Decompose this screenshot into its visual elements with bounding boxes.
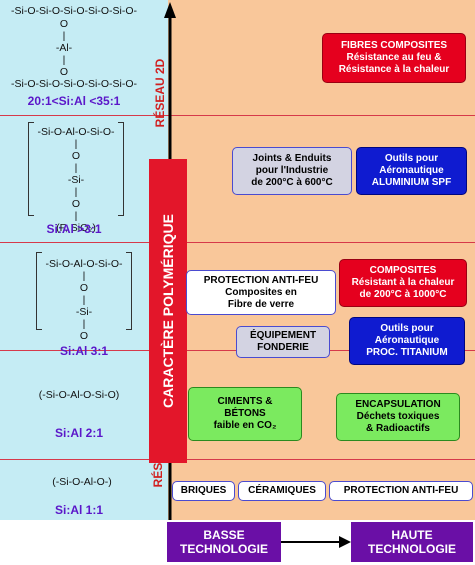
formula-band1-top: -Si-O-Si-O-Si-O-Si-O-Si-O- — [11, 5, 137, 17]
formula-band1-bottom: -Si-O-Si-O-Si-O-Si-O-Si-O- — [11, 78, 137, 90]
left-panel — [0, 0, 168, 520]
band-separator — [0, 242, 475, 243]
tech-low-box: BASSE TECHNOLOGIE — [167, 522, 281, 562]
band-separator — [0, 115, 475, 116]
ratio-band2: Si:Al >3:1 — [46, 222, 102, 236]
box-equipement-fonderie: ÉQUIPEMENT FONDERIE — [236, 326, 330, 358]
polymer-character-bar — [149, 159, 187, 463]
ratio-band5: Si:Al 1:1 — [54, 503, 103, 517]
box-encapsulation: ENCAPSULATION Déchets toxiques & Radioac… — [336, 393, 460, 441]
tech-high-box: HAUTE TECHNOLOGIE — [351, 522, 473, 562]
horizontal-axis-arrow — [281, 536, 351, 548]
polymer-character-label: CARACTÈRE POLYMÉRIQUE — [160, 214, 176, 408]
bracket-left — [36, 252, 42, 330]
bracket-right — [118, 122, 124, 216]
ratio-band4: Si:Al 2:1 — [54, 426, 103, 440]
box-protection-anti-feu: PROTECTION ANTI-FEU — [329, 481, 473, 501]
box-fibres-composites: FIBRES COMPOSITES Résistance au feu & Ré… — [322, 33, 466, 83]
box-joints-enduits: Joints & Enduits pour l'Industrie de 200… — [232, 147, 352, 195]
bracket-right — [126, 252, 132, 330]
box-ciments-betons: CIMENTS & BÉTONS faible en CO₂ — [188, 387, 302, 441]
formula-band1-mid: O | -Al- | O — [55, 18, 73, 78]
formula-band5: (-Si-O-Al-O-) — [52, 476, 112, 488]
formula-band4: (-Si-O-Al-O-Si-O) — [38, 389, 120, 401]
band-separator — [0, 459, 475, 460]
box-protection-fibre-verre: PROTECTION ANTI-FEU Composites en Fibre … — [186, 270, 336, 315]
ratio-band1: 20:1<Si:Al <35:1 — [27, 94, 121, 108]
box-outils-aluminium: Outils pour Aéronautique ALUMINIUM SPF — [356, 147, 467, 195]
box-ceramiques: CÉRAMIQUES — [238, 481, 326, 501]
network-2d-label: RÉSEAU 2D — [153, 58, 167, 128]
box-composites-chaleur: COMPOSITES Résistant à la chaleur de 200… — [339, 259, 467, 307]
bracket-left — [28, 122, 34, 216]
ratio-band3: Si:Al 3:1 — [59, 344, 108, 358]
formula-band2: -Si-O-Al-O-Si-O- | O | -Si- | O | (F, Si… — [37, 126, 115, 234]
box-outils-titanium: Outils pour Aéronautique PROC. TITANIUM — [349, 317, 465, 365]
box-briques: BRIQUES — [172, 481, 235, 501]
formula-band3: -Si-O-Al-O-Si-O- | O | -Si- | O — [45, 258, 123, 342]
